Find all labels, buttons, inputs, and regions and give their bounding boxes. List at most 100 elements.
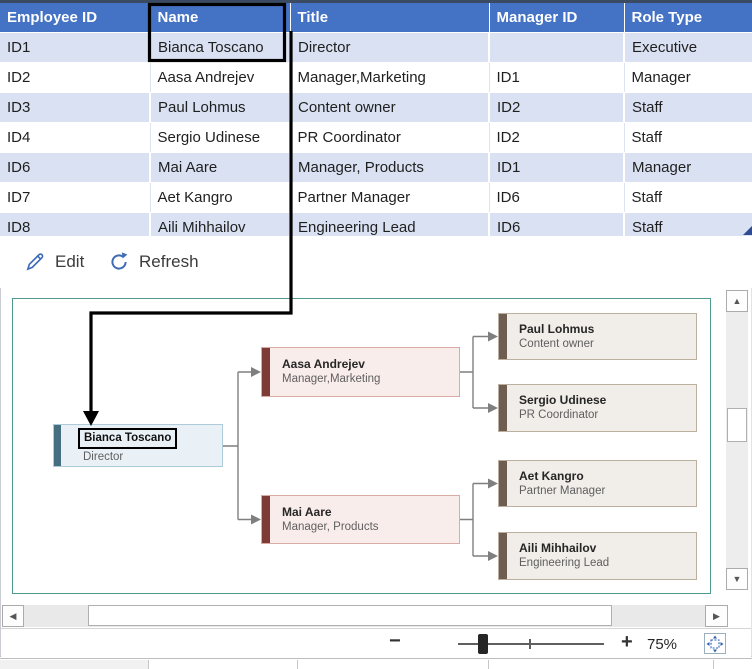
node-accent-bar <box>262 496 270 543</box>
table-top-border <box>0 0 752 3</box>
table-cell[interactable]: Staff <box>624 92 752 123</box>
org-node-manager[interactable]: Aasa Andrejev Manager,Marketing <box>261 347 460 397</box>
table-cell[interactable]: Staff <box>624 122 752 153</box>
table-row: ID6 Mai Aare Manager, Products ID1 Manag… <box>0 152 752 183</box>
arrow-up-icon: ▲ <box>732 296 742 306</box>
worksheet-gridline <box>713 660 714 669</box>
org-node-staff[interactable]: Aet Kangro Partner Manager <box>498 460 697 507</box>
zoom-out-button[interactable]: − <box>389 630 401 652</box>
org-node-title: Engineering Lead <box>519 557 610 570</box>
org-node-staff[interactable]: Paul Lohmus Content owner <box>498 313 697 360</box>
table-cell[interactable]: Manager,Marketing <box>290 62 490 93</box>
org-node-name: Aasa Andrejev <box>282 357 365 372</box>
worksheet-gridline <box>297 660 298 669</box>
org-node-manager[interactable]: Mai Aare Manager, Products <box>261 495 460 544</box>
fit-to-window-button[interactable] <box>704 633 726 654</box>
arrow-down-icon: ▼ <box>732 574 742 584</box>
scroll-left-button[interactable]: ◀ <box>2 605 24 627</box>
edit-button[interactable]: Edit <box>24 251 84 273</box>
table-cell[interactable]: Manager <box>624 152 752 183</box>
scroll-down-button[interactable]: ▼ <box>726 568 748 590</box>
worksheet-gridline <box>488 660 489 669</box>
table-resize-handle[interactable] <box>743 226 752 235</box>
table-cell[interactable]: ID1 <box>489 62 625 93</box>
table-cell[interactable]: ID2 <box>489 92 625 123</box>
table-cell[interactable]: ID6 <box>489 182 625 213</box>
zoom-slider-thumb[interactable] <box>478 634 488 654</box>
org-node-staff[interactable]: Aili Mihhailov Engineering Lead <box>498 532 697 580</box>
node-accent-bar <box>499 314 507 359</box>
table-cell[interactable]: ID2 <box>489 122 625 153</box>
worksheet-grid-strip <box>0 658 752 669</box>
node-accent-bar <box>499 533 507 579</box>
table-row: ID3 Paul Lohmus Content owner ID2 Staff <box>0 92 752 123</box>
org-node-staff[interactable]: Sergio Udinese PR Coordinator <box>498 384 697 432</box>
refresh-icon <box>111 252 128 270</box>
table-cell[interactable]: Paul Lohmus <box>150 92 291 123</box>
org-node-title: Manager, Products <box>282 520 379 533</box>
org-node-name: Aili Mihhailov <box>519 541 597 556</box>
org-node-title: Director <box>83 451 124 463</box>
table-row: ID7 Aet Kangro Partner Manager ID6 Staff <box>0 182 752 213</box>
org-node-name: Aet Kangro <box>519 468 584 483</box>
add-in-toolbar: Edit Refresh ⋯ <box>0 236 752 505</box>
zoom-level-label: 75% <box>647 636 678 653</box>
employee-table: Employee ID Name Title Manager ID Role T… <box>0 3 752 243</box>
vertical-scrollbar-thumb[interactable] <box>727 408 747 442</box>
column-header-employee-id[interactable]: Employee ID <box>0 3 151 33</box>
table-cell[interactable]: Bianca Toscano <box>150 32 291 63</box>
table-row: ID4 Sergio Udinese PR Coordinator ID2 St… <box>0 122 752 153</box>
node-accent-bar <box>499 461 507 506</box>
table-cell[interactable]: ID3 <box>0 92 151 123</box>
horizontal-scrollbar-thumb[interactable] <box>88 605 612 626</box>
table-cell[interactable]: PR Coordinator <box>290 122 490 153</box>
refresh-button[interactable]: Refresh <box>108 251 199 273</box>
table-header-row: Employee ID Name Title Manager ID Role T… <box>0 3 752 33</box>
column-header-title[interactable]: Title <box>290 3 490 33</box>
column-header-manager-id[interactable]: Manager ID <box>489 3 625 33</box>
table-cell[interactable]: Partner Manager <box>290 182 490 213</box>
scroll-right-button[interactable]: ▶ <box>705 605 728 627</box>
table-cell[interactable]: Staff <box>624 182 752 213</box>
table-cell[interactable]: Manager <box>624 62 752 93</box>
table-cell[interactable]: ID6 <box>0 152 151 183</box>
org-node-executive[interactable]: Bianca Toscano Director <box>53 424 223 467</box>
zoom-slider-center-tick <box>529 639 531 649</box>
table-cell[interactable]: Aasa Andrejev <box>150 62 291 93</box>
arrow-right-icon: ▶ <box>713 610 720 621</box>
scroll-up-button[interactable]: ▲ <box>726 290 748 312</box>
node-accent-bar <box>54 425 61 466</box>
worksheet-gridline <box>148 660 149 669</box>
edit-button-label: Edit <box>55 252 85 271</box>
org-node-title: Manager,Marketing <box>282 373 381 386</box>
diagram-canvas[interactable] <box>12 298 711 594</box>
org-node-title: PR Coordinator <box>519 409 599 422</box>
table-cell[interactable]: ID4 <box>0 122 151 153</box>
node-accent-bar <box>499 385 507 431</box>
zoom-bar: − + 75% <box>1 628 751 658</box>
table-cell[interactable]: Mai Aare <box>150 152 291 183</box>
table-cell[interactable]: Content owner <box>290 92 490 123</box>
org-node-name: Paul Lohmus <box>519 321 595 336</box>
table-cell[interactable]: Sergio Udinese <box>150 122 291 153</box>
worksheet-cell <box>0 660 148 669</box>
table-cell[interactable]: Director <box>290 32 490 63</box>
column-header-role-type[interactable]: Role Type <box>624 3 752 33</box>
table-cell[interactable]: Executive <box>624 32 752 63</box>
table-cell[interactable] <box>489 32 625 63</box>
zoom-slider-track[interactable] <box>458 643 604 645</box>
org-node-title: Partner Manager <box>519 484 606 497</box>
table-cell[interactable]: ID1 <box>489 152 625 183</box>
org-node-name-highlighted: Bianca Toscano <box>78 427 178 449</box>
table-cell[interactable]: ID7 <box>0 182 151 213</box>
table-cell[interactable]: ID2 <box>0 62 151 93</box>
fit-to-window-icon <box>706 635 724 652</box>
arrow-left-icon: ◀ <box>9 610 17 621</box>
table-cell[interactable]: Aet Kangro <box>150 182 291 213</box>
table-cell[interactable]: ID1 <box>0 32 151 63</box>
table-row: ID1 Bianca Toscano Director Executive <box>0 32 752 63</box>
table-cell[interactable]: Manager, Products <box>290 152 490 183</box>
pencil-icon <box>26 253 44 271</box>
column-header-name[interactable]: Name <box>150 3 291 33</box>
zoom-in-button[interactable]: + <box>621 631 633 653</box>
